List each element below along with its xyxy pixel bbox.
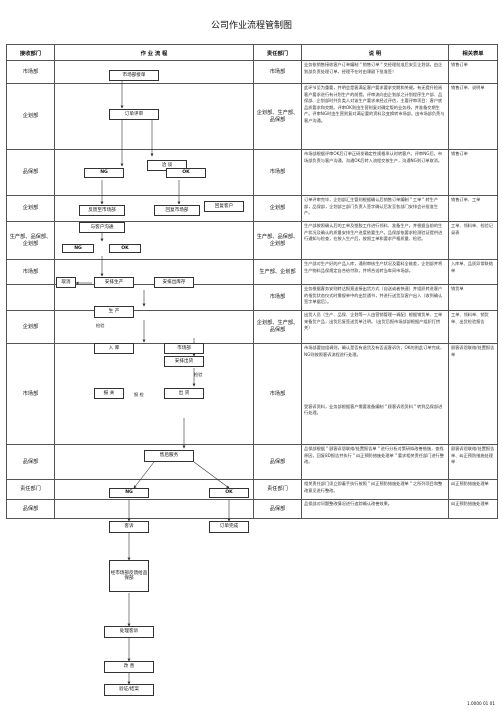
row-desc: 此环节至为重要，并明会是客满足客户要求要求交期和关键。有无提升检阅客户要求进行有… — [301, 83, 449, 150]
row-desc: 出货人员（生产、品保、企划等一人由营销管理一调配）根据销货单、工单来备货产品，出… — [301, 310, 449, 344]
row-form: 销货单 — [448, 284, 498, 311]
row-dept: 企划部 — [6, 195, 55, 222]
table-header: 接收部门 作 业 流 程 责任部门 说 明 相关表单 — [6, 44, 498, 61]
row-resp: 市场部 — [253, 284, 302, 311]
row-form: 工单、领料单、检验记录表 — [448, 221, 498, 260]
row-resp: 品保部 — [253, 444, 302, 480]
arrange-purchase-box: 安排出库存 — [154, 277, 194, 288]
row-desc: 生产部按照确认后的工单及塑胶工作进行领料、准备生产，并根据当前的生产状况及确认的… — [301, 221, 449, 260]
row-dept: 品保部 — [6, 444, 55, 480]
row-desc: 品保部对问题整改情况进行追踪确认改善效果。 — [301, 499, 449, 519]
table-row: 企划部 企划部、生产部、品保部出货人员（生产、品保、企划等一人由营销管理一调配）根… — [6, 310, 498, 344]
comm-ng-box: NG — [62, 244, 94, 253]
handle-complaint-box: 处理客诉 — [104, 626, 154, 638]
process-table: 接收部门 作 业 流 程 责任部门 说 明 相关表单 市场部市场部业务依销售接收… — [6, 44, 498, 519]
row-resp: 生产部、企划部 — [253, 259, 302, 285]
row-flow — [54, 310, 254, 344]
row-dept: 市场部 — [6, 259, 55, 285]
inspect-label: 检验 — [96, 323, 105, 328]
row-dept — [6, 284, 55, 311]
verify-box: 验证/结案 — [104, 684, 154, 696]
warehouse-box: 入 库 — [94, 343, 134, 354]
row-form: 顾客诉怨联络/处置报告单 — [448, 343, 498, 445]
to-qa-box: 经市场部反馈给品保部 — [109, 560, 149, 592]
row-form: 纠正预防措施处理单 — [448, 499, 498, 519]
complaint-box: 客诉 — [109, 521, 149, 533]
header-dept: 接收部门 — [6, 44, 55, 61]
arrange-shipping-box: 安排出货 — [164, 356, 204, 367]
row-resp: 市场部 — [253, 149, 302, 196]
footer-code: 1.0000 01 01 — [467, 701, 495, 706]
row-desc: 相关责任部门须立即着手执行按照＂纠正预防措施处理单＂之所列项目和整改意见进行整改… — [301, 479, 449, 500]
header-form: 相关表单 — [448, 44, 498, 61]
row-form: 纠正预防措施处理单 — [448, 479, 498, 500]
header-resp: 责任部门 — [253, 44, 302, 61]
order-done-box: 订单完成 — [209, 521, 249, 533]
row-desc: 品保部根据＂顾客诉怨联络/处置报告单＂进行分析对策研拟改善措施，查找原因，回复8… — [301, 444, 449, 480]
row-desc: 市场部要加组调则，确认是否有退货及有否返客诉仿，OK的则此订单完成，NG则按照客… — [301, 343, 449, 445]
row-desc: 业务依销售接收客户订单编制＂销售订单＂交经理批准后安至企划部，由企划部负责处理订… — [301, 60, 449, 84]
review-ok-box: OK — [166, 168, 206, 178]
communicate-box: 与客户沟通 — [79, 222, 125, 233]
report-box: 报 关 — [94, 388, 124, 399]
row-resp: 企划部 — [253, 195, 302, 222]
row-dept: 企划部 — [6, 310, 55, 344]
row-dept: 市场部 — [6, 343, 55, 445]
row-resp: 市场部 — [253, 343, 302, 445]
row-dept: 市场部 — [6, 60, 55, 84]
row-form: 顾客诉怨联络/处置报告单、纠正预防措施处理单 — [448, 444, 498, 480]
row-resp: 市场部 — [253, 60, 302, 84]
order-review-box: 订单评审 — [109, 109, 159, 120]
after-sales-box: 售后服务 — [144, 450, 194, 462]
table-row: 品保部品保部品保部根据＂顾客诉怨联络/处置报告单＂进行分析对策研拟改善措施，查找… — [6, 444, 498, 480]
row-resp: 品保部 — [253, 499, 302, 519]
row-desc: 业务根据客务安则转达报竟送接出货方式（自送或者快速）并组织转进客户的指货状态仪式… — [301, 284, 449, 311]
inspect2-label: 检验 — [194, 372, 203, 377]
improve-box: 改 善 — [104, 661, 154, 673]
row-dept: 品保部 — [6, 149, 55, 196]
flow-connectors — [75, 78, 231, 685]
production-box: 生 产 — [94, 306, 134, 318]
row-form: 销售订单、工单 — [448, 195, 498, 222]
review-ng-box: NG — [84, 168, 124, 178]
flow-chart: 市场部接单 订单评审 洽 谈 NG OK 反馈至市场部 回复市场部 回复客户 与… — [54, 58, 253, 698]
service-ng-box: NG — [109, 488, 149, 498]
row-form: 销售订单、说明单 — [448, 83, 498, 150]
comm-ok-box: OK — [109, 244, 141, 253]
market-dept-box: 市场部 — [164, 343, 204, 354]
page-title: 公司作业流程管制图 — [210, 21, 292, 31]
row-resp: 责任部门 — [253, 479, 302, 500]
report-label: 报 检 — [134, 392, 144, 397]
row-desc: 生产部对生产好的产品入库，通则审核生产状况及要料全能差，企划部并将生产物料品保规… — [301, 259, 449, 285]
row-dept: 责任部门 — [6, 479, 55, 500]
table-row: 市场部业务根据客务安则转达报竟送接出货方式（自送或者快速）并组织转进客户的指货状… — [6, 284, 498, 311]
cancel-box: 取消 — [56, 277, 76, 288]
shipping-box: 出 货 — [164, 388, 204, 399]
row-desc: 市场部根据评审OK后订单正研发确定性规格承认时转客户。评审NG后，市场部负责与客… — [301, 149, 449, 196]
row-desc: 订单评审完毕，企划部汇生管则根据确认后销售订单编制＂工单＂转生产部，品保部，企划… — [301, 195, 449, 222]
header-desc: 说 明 — [301, 44, 449, 61]
table-row: 品保部品保部品保部对问题整改情况进行追踪确认改善效果。纠正预防措施处理单 — [6, 499, 498, 519]
row-dept: 生产部、品保部、企划部 — [6, 221, 55, 260]
feedback-box: 反馈至市场部 — [79, 205, 125, 216]
row-form: 工单、领料单、销货单、出货检验报告 — [448, 310, 498, 344]
table-row: 市场部市场部市场部要加组调则，确认是否有退货及有否返客诉仿，OK的则此订单完成，… — [6, 343, 498, 445]
row-dept: 品保部 — [6, 499, 55, 519]
service-ok-box: OK — [209, 488, 249, 498]
row-form: 入库单、品质异常联络单 — [448, 259, 498, 285]
row-form: 销售订单 — [448, 149, 498, 196]
row-resp: 生产部、品保部、企划部 — [253, 221, 302, 260]
table-row: 品保部 市场部市场部根据评审OK后订单正研发确定性规格承认时转客户。评审NG后，市… — [6, 149, 498, 196]
row-dept: 企划部 — [6, 83, 55, 150]
row-resp: 企划部、生产部、品保部 — [253, 83, 302, 150]
row-flow — [54, 499, 254, 519]
row-form: 销售订单 — [448, 60, 498, 84]
reply-customer-box: 回复客户 — [204, 201, 244, 212]
arrange-production-box: 安排生产 — [94, 277, 134, 288]
order-receive-box: 市场部接单 — [109, 70, 159, 81]
row-resp: 企划部、生产部、品保部 — [253, 310, 302, 344]
back-to-market-box: 回复市场部 — [154, 205, 200, 216]
